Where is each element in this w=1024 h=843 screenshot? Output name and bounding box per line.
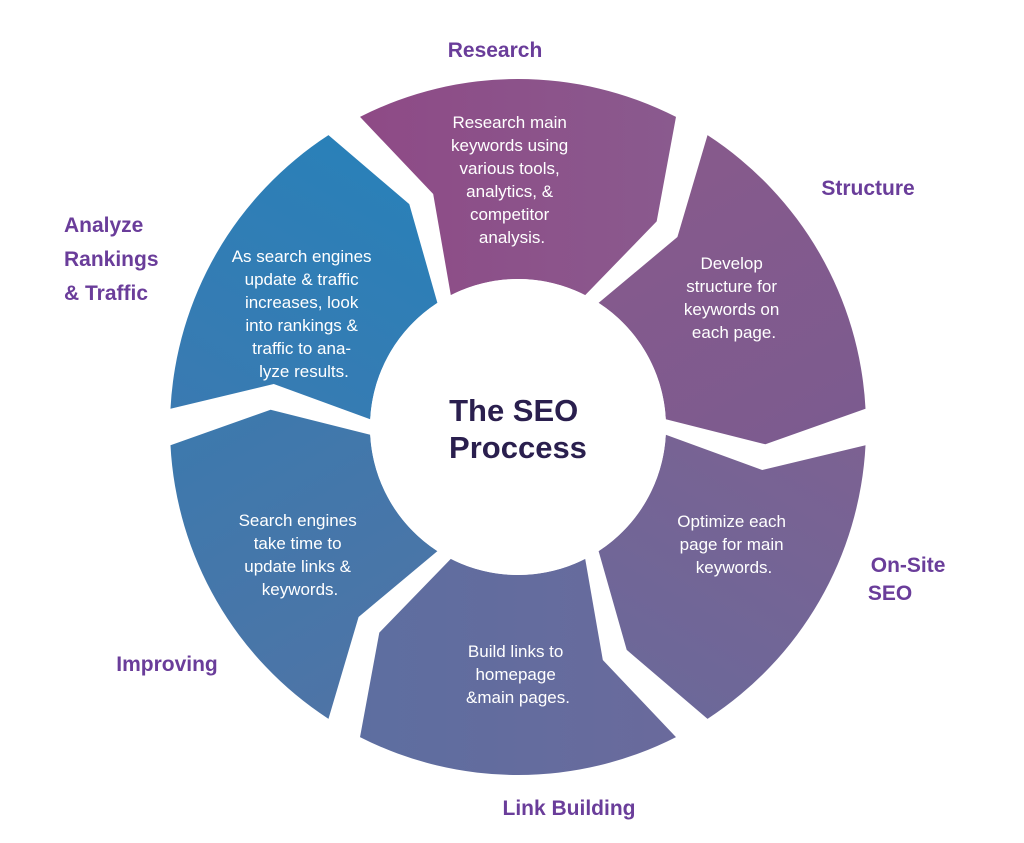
label-on-site-seo: On-Site SEO bbox=[868, 554, 951, 605]
research-segment bbox=[360, 78, 676, 296]
structure-description: Develop structure for keywords on each p… bbox=[684, 254, 784, 342]
link-building-description: Build links to homepage &main pages. bbox=[466, 642, 570, 707]
label-improving: Improving bbox=[116, 653, 218, 676]
cycle-segments bbox=[170, 78, 866, 776]
label-structure: Structure bbox=[821, 177, 914, 200]
stage-labels: Research Structure On-Site SEO Link Buil… bbox=[64, 39, 951, 820]
research-description: Research main keywords using various too… bbox=[451, 113, 573, 247]
link-building-segment bbox=[360, 558, 676, 776]
center-hub bbox=[370, 279, 666, 575]
label-link-building: Link Building bbox=[503, 797, 636, 820]
center-title: The SEO Proccess bbox=[449, 393, 587, 465]
analyze-description: As search engines update & traffic incre… bbox=[232, 247, 377, 381]
improving-segment bbox=[170, 409, 438, 719]
segment-descriptions: Research main keywords using various too… bbox=[232, 113, 790, 707]
center-title-line-2: Proccess bbox=[449, 430, 587, 465]
on-site-seo-description: Optimize each page for main keywords. bbox=[677, 512, 790, 577]
label-analyze-rankings-traffic: Analyze Rankings & Traffic bbox=[64, 214, 164, 305]
on-site-seo-segment bbox=[598, 434, 866, 719]
analyze-segment bbox=[170, 135, 438, 420]
improving-description: Search engines take time to update links… bbox=[239, 511, 362, 599]
label-research: Research bbox=[448, 39, 543, 62]
structure-segment bbox=[598, 135, 866, 445]
center-title-line-1: The SEO bbox=[449, 393, 578, 428]
